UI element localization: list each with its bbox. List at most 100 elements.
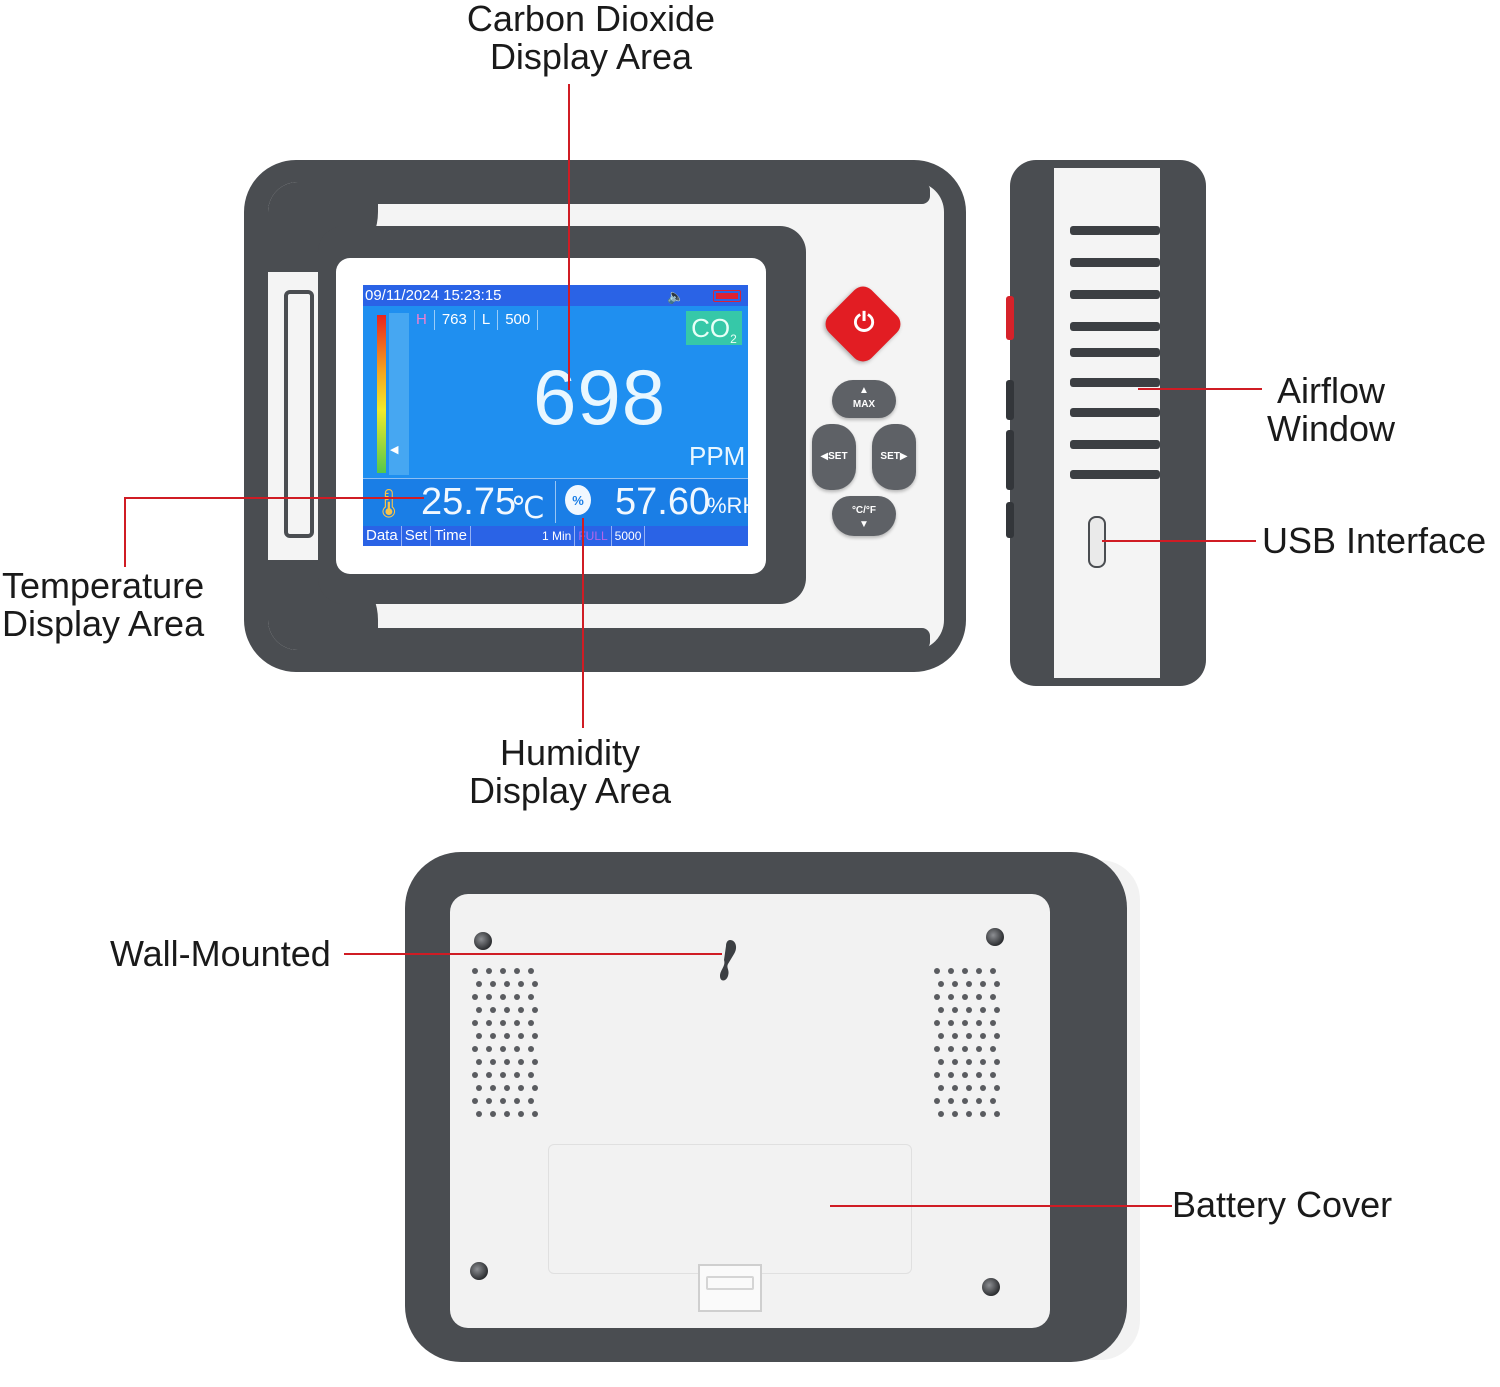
max-button[interactable]: ▲MAX	[832, 380, 896, 418]
grill-hole	[948, 968, 954, 974]
grill-hole	[966, 1033, 972, 1039]
grill-hole	[528, 968, 534, 974]
grill-hole	[962, 1098, 968, 1104]
lcd-high-label: H	[409, 310, 435, 330]
grill-hole	[952, 1059, 958, 1065]
grill-hole	[500, 1072, 506, 1078]
grill-hole	[518, 1033, 524, 1039]
grill-hole	[966, 1085, 972, 1091]
grill-hole	[934, 1098, 940, 1104]
grill-hole	[938, 1007, 944, 1013]
lcd-temperature-unit: ℃	[511, 492, 545, 525]
grill-hole	[994, 981, 1000, 987]
lcd-humidity-value: 57.60	[615, 481, 711, 523]
set-right-button[interactable]: SET▶	[872, 424, 916, 490]
grill-hole	[500, 1020, 506, 1026]
grill-hole	[980, 1059, 986, 1065]
grill-hole	[532, 1085, 538, 1091]
grill-hole	[476, 1111, 482, 1117]
grill-hole	[962, 1072, 968, 1078]
grill-hole	[528, 1046, 534, 1052]
grill-hole	[528, 1020, 534, 1026]
battery-cover[interactable]	[548, 1144, 912, 1274]
grill-hole	[472, 1098, 478, 1104]
grill-hole	[514, 1072, 520, 1078]
grill-hole	[962, 994, 968, 1000]
callout-battery-cover: Battery Cover	[1172, 1184, 1393, 1225]
callout-usb-interface: USB Interface	[1262, 520, 1487, 561]
grill-hole	[980, 1111, 986, 1117]
grill-hole	[476, 1085, 482, 1091]
frame-grip-slot	[284, 290, 314, 538]
lcd-status-time: Time	[431, 526, 471, 546]
grill-hole	[504, 981, 510, 987]
grill-hole	[990, 968, 996, 974]
side-button-3[interactable]	[1006, 502, 1014, 538]
humidity-drop-icon: %	[565, 485, 591, 515]
set-left-button[interactable]: ◀SET	[812, 424, 856, 490]
grill-hole	[966, 1059, 972, 1065]
side-button-2[interactable]	[1006, 430, 1014, 490]
grill-hole	[532, 1007, 538, 1013]
lcd-datetime: 09/11/2024 15:23:15	[363, 285, 748, 306]
grill-hole	[490, 1059, 496, 1065]
grill-hole	[962, 1046, 968, 1052]
frame-top-bar	[370, 182, 930, 204]
battery-cover-latch[interactable]	[698, 1264, 762, 1312]
lcd-humidity-unit: %RH	[707, 493, 748, 518]
grill-hole	[514, 1098, 520, 1104]
screw-bottom-right	[982, 1278, 1000, 1296]
grill-hole	[472, 994, 478, 1000]
grill-hole	[948, 1020, 954, 1026]
grill-hole	[966, 1111, 972, 1117]
battery-leader-line	[830, 1205, 1172, 1207]
grill-hole	[948, 1098, 954, 1104]
grill-hole	[934, 968, 940, 974]
grill-hole	[934, 1072, 940, 1078]
grill-hole	[476, 1033, 482, 1039]
grill-hole	[532, 981, 538, 987]
grill-hole	[934, 994, 940, 1000]
grill-hole	[486, 1072, 492, 1078]
side-power-button[interactable]	[1006, 296, 1014, 340]
grill-hole	[490, 1111, 496, 1117]
grill-hole	[952, 1111, 958, 1117]
lcd-display: 09/11/2024 15:23:15 🔈 H 763 L 500 CO2 ◀ …	[363, 285, 748, 546]
grill-hole	[994, 1059, 1000, 1065]
grill-hole	[504, 1059, 510, 1065]
humidity-leader-line	[582, 518, 584, 728]
side-button-1[interactable]	[1006, 380, 1014, 420]
grill-hole	[976, 1020, 982, 1026]
co2-leader-line	[568, 84, 570, 390]
grill-hole	[528, 1098, 534, 1104]
grill-hole	[938, 1033, 944, 1039]
grill-hole	[990, 1072, 996, 1078]
grill-hole	[486, 1020, 492, 1026]
screw-bottom-left	[470, 1262, 488, 1280]
grill-hole	[962, 1020, 968, 1026]
grill-hole	[500, 968, 506, 974]
lcd-gauge-pane	[389, 313, 409, 475]
grill-hole	[472, 1072, 478, 1078]
speaker-icon: 🔈	[667, 288, 685, 304]
grill-hole	[966, 1007, 972, 1013]
grill-hole	[528, 994, 534, 1000]
unit-toggle-button[interactable]: °C/°F▼	[832, 496, 896, 536]
grill-hole	[990, 1098, 996, 1104]
power-icon: ⏻	[853, 307, 875, 337]
grill-hole	[952, 981, 958, 987]
grill-hole	[990, 1020, 996, 1026]
usb-c-port[interactable]	[1088, 516, 1106, 568]
grill-hole	[532, 1033, 538, 1039]
grill-hole	[976, 1046, 982, 1052]
lcd-status-records: 5000	[612, 526, 646, 546]
grill-hole	[934, 1020, 940, 1026]
grill-hole	[504, 1085, 510, 1091]
grill-hole	[500, 1098, 506, 1104]
callout-wall-mounted: Wall-Mounted	[110, 933, 331, 974]
grill-hole	[504, 1111, 510, 1117]
